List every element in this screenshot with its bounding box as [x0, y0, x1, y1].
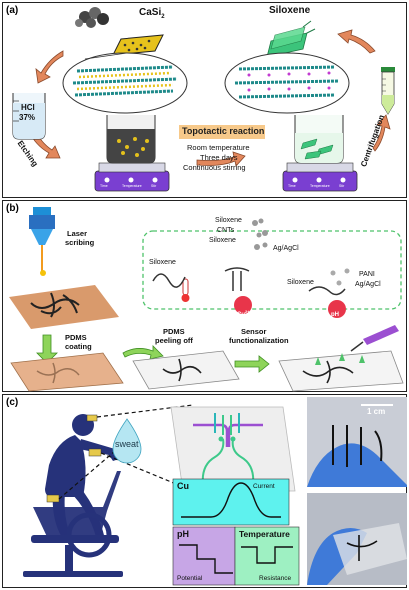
siloxene-cu-label-2: Siloxene — [209, 237, 236, 244]
reaction-title: Topotactic reaction — [182, 126, 265, 136]
hcl-concentration: 37% — [19, 113, 36, 122]
panel-c-graphics — [23, 397, 407, 586]
reaction-condition-1: Room temperature — [187, 143, 250, 152]
arrow-functionalize-icon — [234, 355, 270, 373]
siloxene-sheet-icon — [266, 20, 316, 58]
reaction-condition-2: Three days — [200, 153, 238, 162]
arrow-reaction-icon — [196, 151, 246, 167]
resistance-label: Resistance — [259, 575, 292, 582]
arrow-centrifugation-icon — [372, 114, 391, 152]
pani-label: PANI — [359, 271, 375, 278]
cu-signal-label: Cu — [177, 481, 189, 491]
centrifuge-tube-icon — [381, 67, 395, 115]
siloxene-temp-label: Siloxene — [149, 259, 176, 266]
siloxene-lattice-icon — [224, 52, 350, 114]
temperature-signal-box — [234, 526, 300, 586]
reaction-condition-3: Continuous stirring — [183, 163, 246, 172]
laser-head-icon — [29, 207, 55, 271]
ag-agcl-label-2: Ag/AgCl — [355, 281, 381, 288]
casi2-label: CaSi2 — [139, 7, 165, 20]
siloxene-title: Siloxene — [269, 5, 311, 16]
cnts-label: CNTs — [217, 227, 235, 234]
panel-b-label: (b) — [6, 203, 19, 214]
arrow-down-icon — [36, 334, 58, 364]
hcl-label: HCl — [21, 103, 35, 112]
ph-indicator-label: pH — [331, 312, 339, 318]
siloxene-cu-label-1: Siloxene — [215, 217, 242, 224]
laser-label-2: scribing — [65, 238, 95, 247]
casi2-powder-icon — [75, 7, 109, 28]
functionalization-box — [142, 230, 402, 310]
panel-c: (c) — [2, 394, 407, 588]
functionalized-sensor — [278, 350, 404, 392]
stirrer-stir-label: Stir — [151, 184, 157, 188]
panel-c-label: (c) — [6, 397, 19, 408]
thermometer-icon — [181, 278, 190, 302]
stirrer-temp-label: Temperature — [122, 184, 142, 188]
potential-label: Potential — [177, 575, 203, 582]
ag-agcl-label-1: Ag/AgCl — [273, 245, 299, 252]
arrow-peel-icon — [122, 345, 164, 360]
laser-substrate — [9, 285, 119, 329]
stirrer-time-label-2: Time — [288, 184, 296, 188]
siloxene-ph-label: Siloxene — [287, 279, 314, 286]
hcl-beaker-icon — [12, 93, 46, 140]
copper-ion-label: Cu2+ — [237, 309, 250, 318]
panel-a-graphics — [12, 7, 395, 192]
right-stirrer-icon — [282, 115, 358, 192]
cyclist-icon — [23, 414, 123, 577]
stirrer-temp-label-2: Temperature — [310, 184, 330, 188]
sweat-drop-icon — [112, 418, 142, 464]
stirrer-stir-label-2: Stir — [339, 184, 345, 188]
ph-signal-label: pH — [177, 529, 189, 539]
arrow-to-hcl-icon — [35, 50, 64, 84]
panel-b: (b) — [2, 200, 407, 392]
arrow-to-siloxene-icon — [337, 29, 376, 54]
left-stirrer-icon — [94, 115, 170, 192]
scale-bar-label: 1 cm — [367, 407, 386, 416]
panel-a: (a) — [2, 2, 407, 198]
ph-indicator-icon — [328, 300, 346, 318]
functionalization-label-2: functionalization — [229, 336, 289, 345]
panel-b-graphics — [9, 207, 404, 392]
peeled-pdms-sheet — [132, 350, 240, 390]
peel-label-1: PDMS — [163, 327, 185, 336]
panel-a-label: (a) — [6, 5, 19, 16]
reaction-title-box — [179, 125, 265, 139]
functionalization-label-1: Sensor — [241, 327, 267, 336]
peel-label-2: peeling off — [155, 336, 193, 345]
pdms-coated-substrate — [10, 352, 124, 392]
pdms-coating-label-2: coating — [65, 342, 92, 351]
copper-ion-icon — [234, 296, 252, 314]
laser-label-1: Laser — [67, 229, 88, 238]
stirrer-time-label: Time — [100, 184, 108, 188]
pdms-coating-label-1: PDMS — [65, 333, 87, 342]
pipette-icon — [350, 325, 399, 352]
current-label: Current — [253, 483, 275, 490]
ph-signal-box — [172, 526, 236, 586]
temperature-signal-label: Temperature — [239, 529, 290, 539]
sweat-label: sweat — [115, 439, 139, 449]
casi2-lattice-icon — [62, 52, 188, 114]
casi2-crystal-icon — [112, 34, 164, 56]
